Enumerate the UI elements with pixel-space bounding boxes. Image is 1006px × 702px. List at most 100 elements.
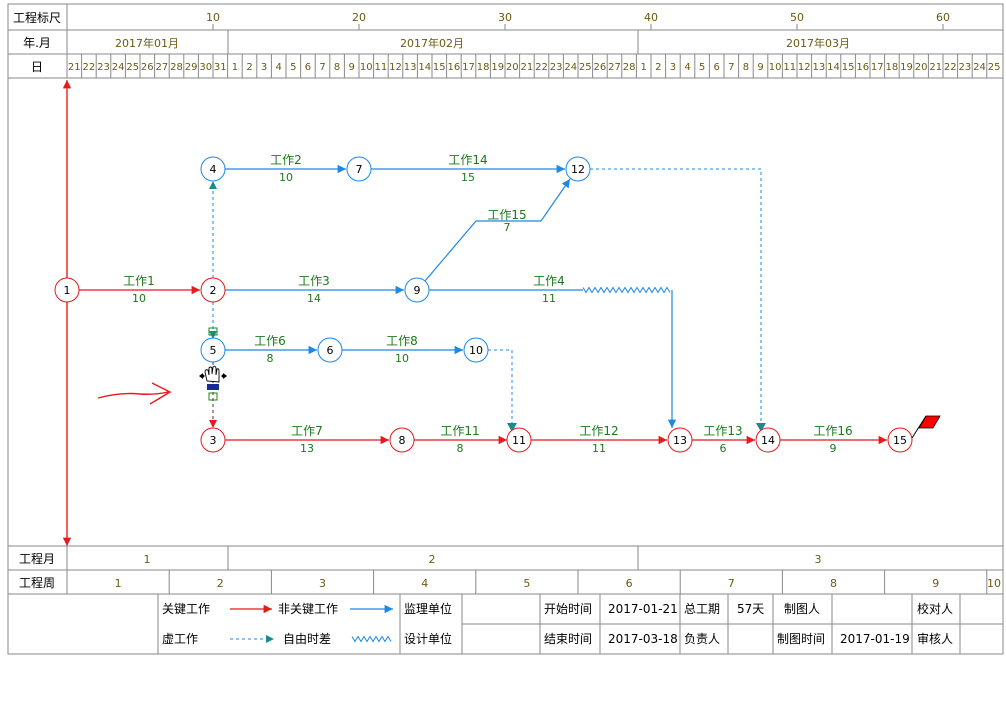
project-week-label-cell: 7 — [728, 577, 735, 590]
task1-duration: 10 — [132, 292, 146, 305]
dummy-12-14[interactable] — [590, 168, 762, 425]
node-13[interactable]: 13 — [667, 427, 693, 453]
day-cell-label: 15 — [433, 62, 446, 73]
day-cell-label: 22 — [944, 62, 957, 73]
day-row-label: 日 — [31, 60, 43, 74]
node-7[interactable]: 7 — [346, 156, 372, 182]
day-cell-label: 13 — [404, 62, 417, 73]
project-week-label-cell: 10 — [987, 577, 1001, 590]
dummy-10-11[interactable] — [488, 349, 513, 425]
node-10-label: 10 — [469, 344, 483, 357]
project-month-label: 工程月 — [19, 551, 55, 566]
node-9-label: 9 — [414, 284, 421, 297]
node-12-label: 12 — [571, 163, 585, 176]
project-month-1: 1 — [144, 553, 151, 566]
dummy-10-11-arrowhead — [507, 423, 517, 432]
task7-duration: 13 — [300, 442, 314, 455]
project-month-3: 3 — [815, 553, 822, 566]
node-14-label: 14 — [761, 434, 775, 447]
designer-label: 设计单位 — [404, 631, 452, 646]
node-7-label: 7 — [356, 163, 363, 176]
node-3-label: 3 — [210, 434, 217, 447]
day-cell-label: 24 — [973, 62, 986, 73]
task16-name: 工作16 — [813, 424, 852, 438]
day-cell-label: 23 — [959, 62, 972, 73]
task14-name: 工作14 — [448, 153, 487, 167]
task8-duration: 10 — [395, 352, 409, 365]
day-cell-label: 31 — [214, 62, 227, 73]
node-8-label: 8 — [399, 434, 406, 447]
day-cell-label: 9 — [349, 62, 355, 73]
node-11[interactable]: 11 — [506, 427, 532, 453]
day-cell-label: 13 — [813, 62, 826, 73]
day-cell-label: 1 — [641, 62, 647, 73]
day-cell-label: 9 — [757, 62, 763, 73]
finish-flag-icon — [911, 415, 941, 439]
start-time-value: 2017-01-21 — [608, 602, 678, 616]
day-cell-label: 29 — [185, 62, 198, 73]
scale-tick-label: 10 — [206, 11, 220, 24]
legend-dummy-arrowhead — [266, 635, 274, 643]
end-time-label: 结束时间 — [544, 632, 592, 646]
legend-free-float-label: 自由时差 — [283, 632, 331, 646]
hand-drag-icon[interactable] — [199, 327, 227, 401]
month-mar: 2017年03月 — [786, 36, 850, 50]
month-feb: 2017年02月 — [400, 36, 464, 50]
day-cell-label: 14 — [827, 62, 840, 73]
task3-duration: 14 — [307, 292, 321, 305]
node-6[interactable]: 6 — [317, 337, 343, 363]
day-cell-label: 26 — [141, 62, 154, 73]
day-cell-label: 17 — [462, 62, 475, 73]
task11-name: 工作11 — [440, 424, 479, 438]
task1-name: 工作1 — [123, 274, 155, 288]
day-cell-label: 18 — [886, 62, 899, 73]
day-cell-label: 8 — [743, 62, 749, 73]
day-cell-label: 4 — [276, 62, 282, 73]
node-1-label: 1 — [64, 284, 71, 297]
node-5[interactable]: 5 — [200, 337, 226, 363]
project-week-label-cell: 8 — [830, 577, 837, 590]
day-cell-label: 17 — [871, 62, 884, 73]
task12-name: 工作12 — [579, 424, 618, 438]
node-4[interactable]: 4 — [200, 156, 226, 182]
node-6-label: 6 — [327, 344, 334, 357]
scale-tick-label: 20 — [352, 11, 366, 24]
day-cell-label: 28 — [623, 62, 636, 73]
day-cell-label: 24 — [112, 62, 125, 73]
node-9[interactable]: 9 — [404, 277, 430, 303]
red-arrow-annotation-icon — [97, 382, 172, 405]
day-cell-label: 21 — [521, 62, 534, 73]
day-cell-label: 5 — [699, 62, 705, 73]
node-2[interactable]: 2 — [200, 277, 226, 303]
arrow-task15[interactable] — [424, 178, 571, 282]
day-cell-label: 25 — [988, 62, 1001, 73]
total-duration-label: 总工期 — [684, 602, 720, 616]
free-float-wave-task4 — [582, 286, 671, 294]
node-15[interactable]: 15 — [887, 427, 913, 453]
day-cell-label: 4 — [684, 62, 690, 73]
day-cell-label: 20 — [915, 62, 928, 73]
node-8[interactable]: 8 — [389, 427, 415, 453]
node-12[interactable]: 12 — [565, 156, 591, 182]
node-3[interactable]: 3 — [200, 427, 226, 453]
legend-critical-label: 关键工作 — [162, 602, 210, 616]
day-cell-label: 16 — [856, 62, 869, 73]
drafter-label: 制图人 — [784, 602, 820, 616]
day-cell-label: 10 — [769, 62, 782, 73]
diagram-canvas — [7, 77, 1004, 547]
task3-name: 工作3 — [298, 274, 330, 288]
legend-free-float-wave — [351, 635, 392, 643]
checker-label: 校对人 — [917, 601, 953, 616]
total-duration-value: 57天 — [737, 602, 764, 616]
node-1[interactable]: 1 — [54, 277, 80, 303]
node-10[interactable]: 10 — [463, 337, 489, 363]
day-cell-label: 28 — [170, 62, 183, 73]
node-14[interactable]: 14 — [755, 427, 781, 453]
month-cells: 2017年01月 2017年02月 2017年03月 — [115, 30, 850, 54]
task12-duration: 11 — [592, 442, 606, 455]
project-week-label-cell: 2 — [217, 577, 224, 590]
start-time-label: 开始时间 — [544, 602, 592, 616]
